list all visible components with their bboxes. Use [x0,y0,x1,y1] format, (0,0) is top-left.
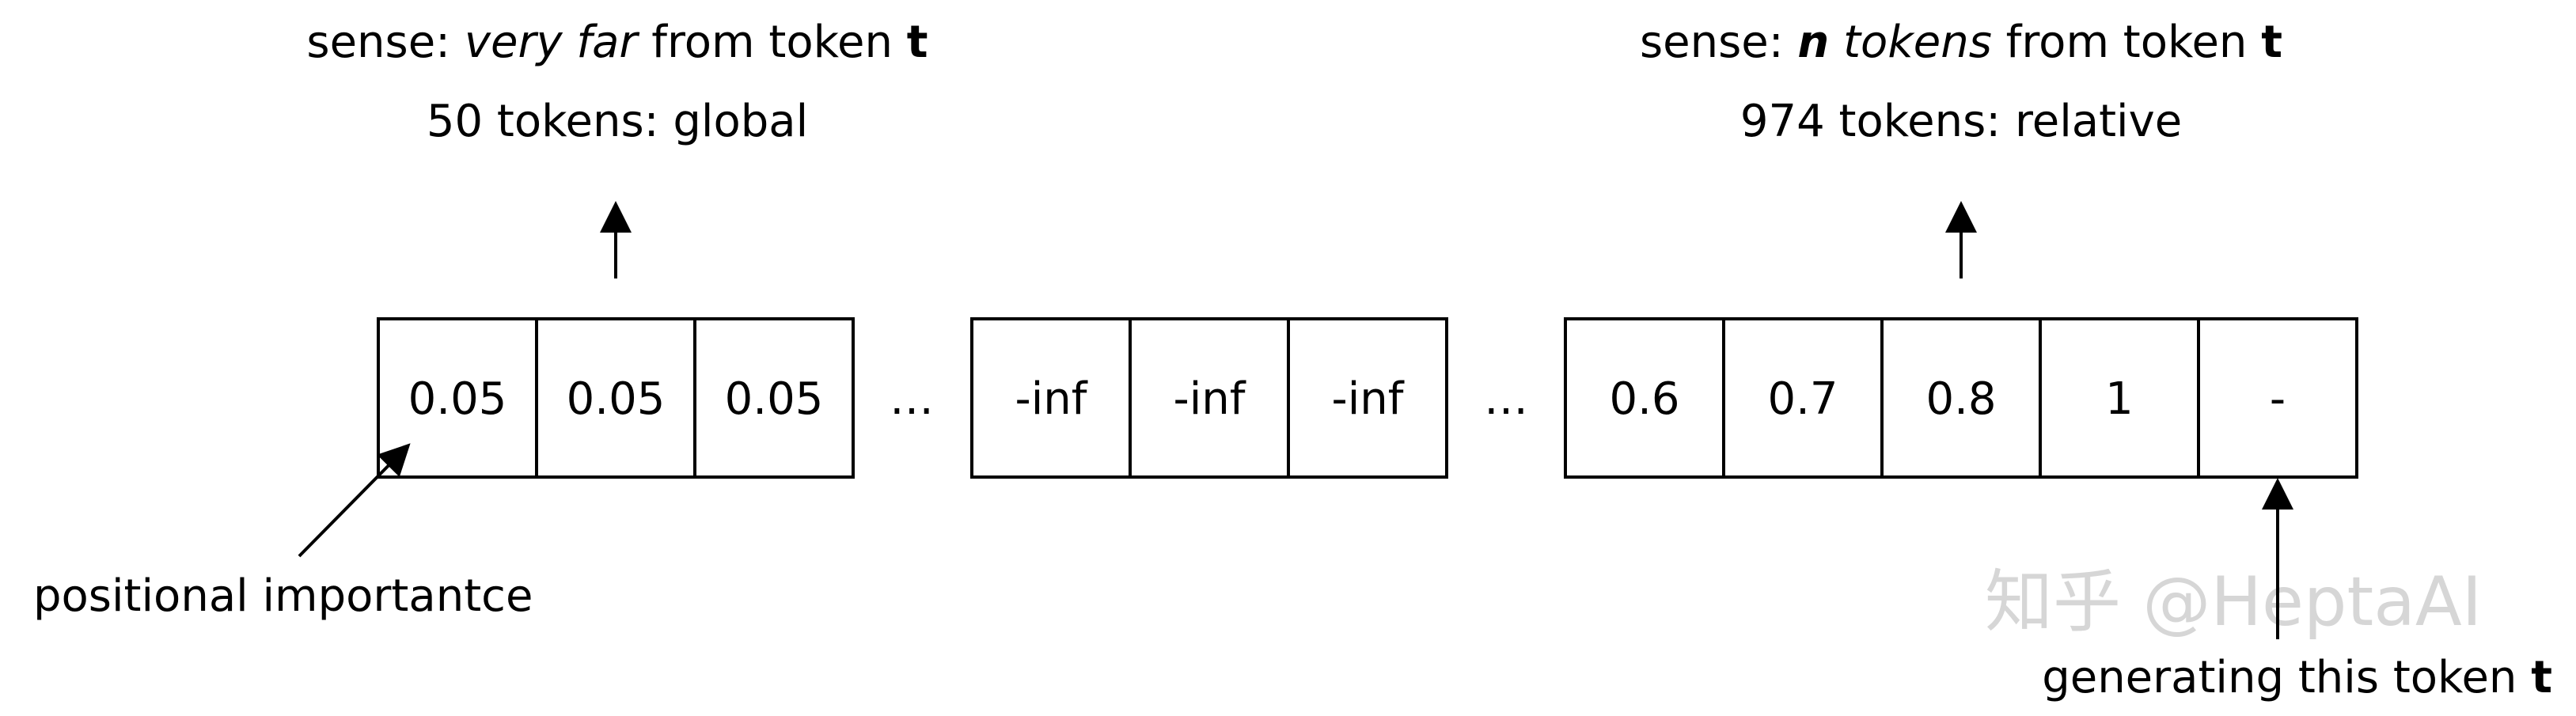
ellipsis: … [1484,373,1528,425]
cell-box [1564,317,1725,479]
cell-value: -inf [1015,373,1088,425]
cell-box [377,317,538,479]
ellipsis: … [890,373,934,425]
cell-value: 0.05 [725,373,824,425]
cell-group-relative: 0.6 0.7 0.8 1 - [1564,317,2358,479]
cell-group-masked: -inf -inf -inf [970,317,1448,479]
cell-box [1880,317,2042,479]
cell-box [1722,317,1884,479]
cell-value: 1 [2105,373,2134,425]
positional-arrow [298,443,411,558]
cell-box [970,317,1132,479]
right-annotation-title: sense: n tokens from token t [1640,17,2282,68]
cell-value: -inf [1332,373,1405,425]
cell-group-global: 0.05 0.05 0.05 [377,317,855,479]
cell-value: -inf [1174,373,1246,425]
cell-value: 0.8 [1925,373,1996,425]
cell-box [693,317,855,479]
cell-value: 0.6 [1609,373,1679,425]
cell-box [2197,317,2358,479]
positional-importance-label: positional importantce [33,570,533,622]
watermark: 知乎 @HeptaAI [1985,563,2482,642]
generating-token-label: generating this token t [2042,652,2552,703]
cell-value: 0.7 [1767,373,1838,425]
cell-box [2039,317,2200,479]
left-annotation-subtitle: 50 tokens: global [427,96,808,147]
right-annotation-subtitle: 974 tokens: relative [1740,96,2182,147]
cell-value: 0.05 [408,373,507,425]
cell-value: - [2270,373,2286,425]
cell-box [535,317,696,479]
cell-value: 0.05 [567,373,666,425]
cell-box [1287,317,1448,479]
left-annotation-title: sense: very far from token t [306,17,928,68]
